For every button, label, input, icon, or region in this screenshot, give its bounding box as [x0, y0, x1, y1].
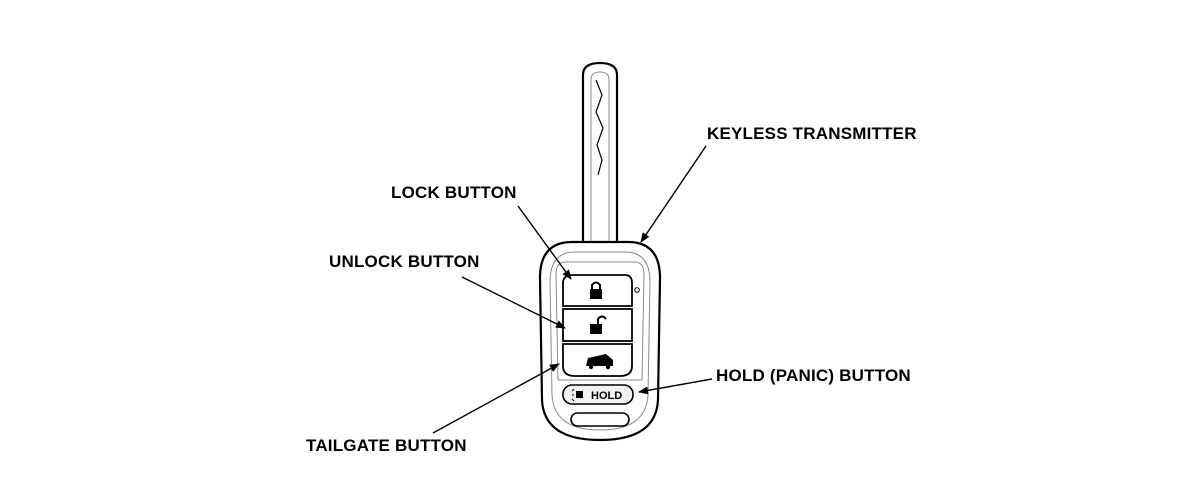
- unlock-button-shape[interactable]: [562, 308, 633, 342]
- tailgate-car-icon: [586, 354, 613, 370]
- tailgate-button-label: TAILGATE BUTTON: [306, 436, 467, 455]
- lock-closed-icon: [590, 281, 602, 299]
- lock-open-icon: [590, 315, 607, 334]
- arrow-tailgate-button: [432, 363, 560, 434]
- lock-button-label: LOCK BUTTON: [391, 183, 517, 202]
- arrow-keyless-transmitter: [640, 145, 707, 243]
- hold-text: HOLD: [591, 390, 622, 402]
- hold-panic-button-shape[interactable]: HOLD: [562, 384, 634, 405]
- lock-button-shape[interactable]: [562, 274, 633, 307]
- arrow-hold-panic-button: [638, 378, 713, 395]
- hold-panic-button-label: HOLD (PANIC) BUTTON: [716, 366, 911, 385]
- arrow-lock-button: [517, 205, 572, 280]
- key-blade: [581, 61, 619, 243]
- tailgate-button-shape[interactable]: [562, 343, 633, 377]
- unlock-button-label: UNLOCK BUTTON: [329, 252, 480, 271]
- panic-horn-icon: [571, 388, 583, 402]
- keyless-transmitter-label: KEYLESS TRANSMITTER: [707, 124, 917, 143]
- arrow-unlock-button: [461, 276, 566, 329]
- key-ring-slot: [570, 412, 630, 427]
